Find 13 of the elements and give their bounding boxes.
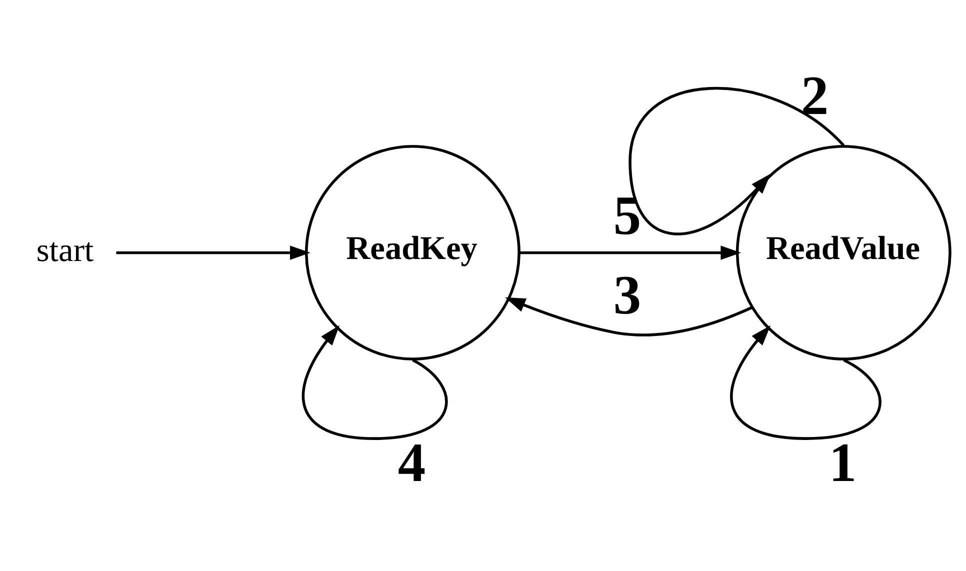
edge-label: 5: [613, 186, 642, 248]
arrow: [730, 325, 882, 440]
arrow: [505, 297, 753, 336]
arrow: [116, 246, 310, 260]
node-circle: ReadKey: [304, 144, 520, 360]
edge-label: 1: [828, 433, 857, 494]
node-circle: ReadValue: [736, 144, 952, 360]
edge-label: 2: [800, 66, 829, 127]
node-text: start: [36, 232, 94, 269]
edge-label: 3: [613, 266, 642, 327]
arrow: [302, 325, 448, 440]
arrow: [519, 246, 742, 260]
edge-label: 4: [398, 433, 426, 494]
